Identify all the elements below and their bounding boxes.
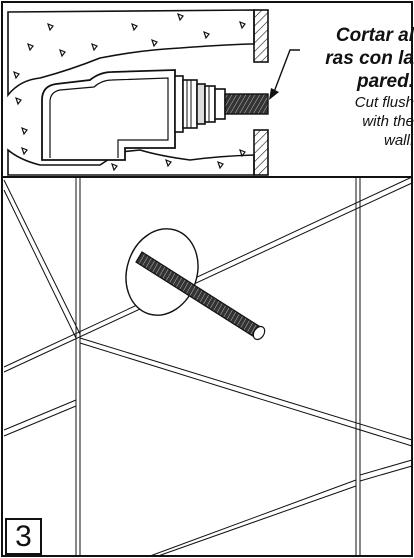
callout-spanish-line-1: Cortar al	[335, 25, 414, 46]
wall-hatch-lower	[253, 129, 269, 176]
aggregate-marks	[13, 12, 246, 172]
callout-arrowhead	[269, 88, 279, 100]
wall-section	[7, 9, 269, 176]
wall-hatch-upper	[253, 9, 269, 63]
callout-spanish-line-2: ras con la	[325, 48, 414, 69]
extended-stem	[135, 251, 266, 341]
tile-wall	[3, 176, 413, 557]
step-number-badge: 3	[5, 518, 42, 555]
callout-english-line-3: wall.	[383, 132, 414, 149]
callout-spanish-line-3: pared.	[356, 71, 414, 92]
valve-body	[41, 69, 176, 161]
cut-flush-callout: Cortar al ras con la pared. Cut flush wi…	[300, 24, 414, 150]
callout-english-line-2: with the	[362, 113, 414, 130]
callout-english-line-1: Cut flush	[354, 94, 414, 111]
callout-leader	[273, 49, 300, 93]
splined-stem	[224, 93, 269, 115]
cartridge-bonnet	[174, 75, 226, 133]
